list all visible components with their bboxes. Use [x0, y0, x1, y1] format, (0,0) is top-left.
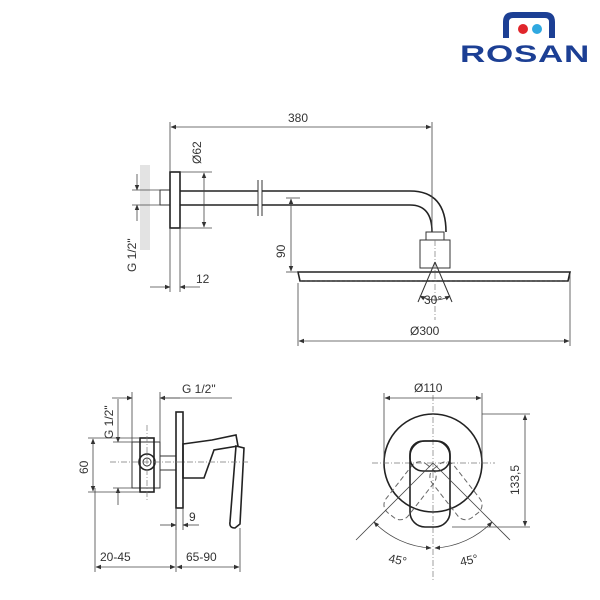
mixer-thread-horizontal-label: G 1/2"	[182, 382, 216, 396]
mixer-lever	[229, 444, 245, 529]
rotation-left-label: 45°	[387, 551, 408, 569]
mixer-body-height-label: 60	[77, 460, 91, 474]
mixer-front-lever-top	[409, 440, 451, 472]
brand-name: ROSAN	[460, 41, 590, 68]
thread-nipple	[159, 189, 171, 206]
head-thread-label: G 1/2"	[125, 238, 139, 272]
shower-head-side-view: 30° 380 Ø62 G 1/2" 12 90 Ø300	[125, 111, 571, 346]
rotation-right-label: 45°	[459, 551, 480, 569]
mixer-wall-plate	[175, 411, 184, 509]
wall-depth-range-label: 20-45	[100, 550, 131, 564]
mixer-thread-vertical-label: G 1/2"	[102, 405, 116, 439]
plate-diameter-label: Ø110	[414, 381, 443, 395]
drop-height-label: 90	[274, 244, 288, 258]
logo-arch-icon	[503, 12, 555, 38]
mixer-front-view: Ø110 133,5 45° 45°	[355, 381, 530, 582]
plate-gap-label: 9	[189, 510, 196, 524]
wall-section	[140, 165, 150, 250]
logo-red-dot	[518, 24, 528, 34]
arm-length-label: 380	[288, 111, 308, 125]
spray-angle-label: 30°	[424, 293, 442, 307]
swivel-connector	[425, 231, 445, 241]
mixer-body-box	[131, 441, 161, 489]
total-height-label: 133,5	[508, 465, 522, 495]
mixer-side-view: G 1/2" G 1/2" 60 9 20-45 65-90	[77, 382, 250, 572]
lever-left-position	[429, 461, 483, 521]
shower-head-plate	[297, 271, 571, 282]
wall-flange	[169, 171, 181, 229]
flange-diameter-label: Ø62	[190, 141, 204, 164]
flange-depth-label: 12	[196, 272, 210, 286]
mixer-body	[182, 434, 239, 479]
brand-logo: ROSAN	[460, 12, 590, 68]
head-diameter-label: Ø300	[410, 324, 440, 338]
mixer-front-lever	[409, 440, 451, 528]
handle-depth-range-label: 65-90	[186, 550, 217, 564]
arm-bend	[409, 190, 447, 233]
logo-blue-dot	[532, 24, 542, 34]
